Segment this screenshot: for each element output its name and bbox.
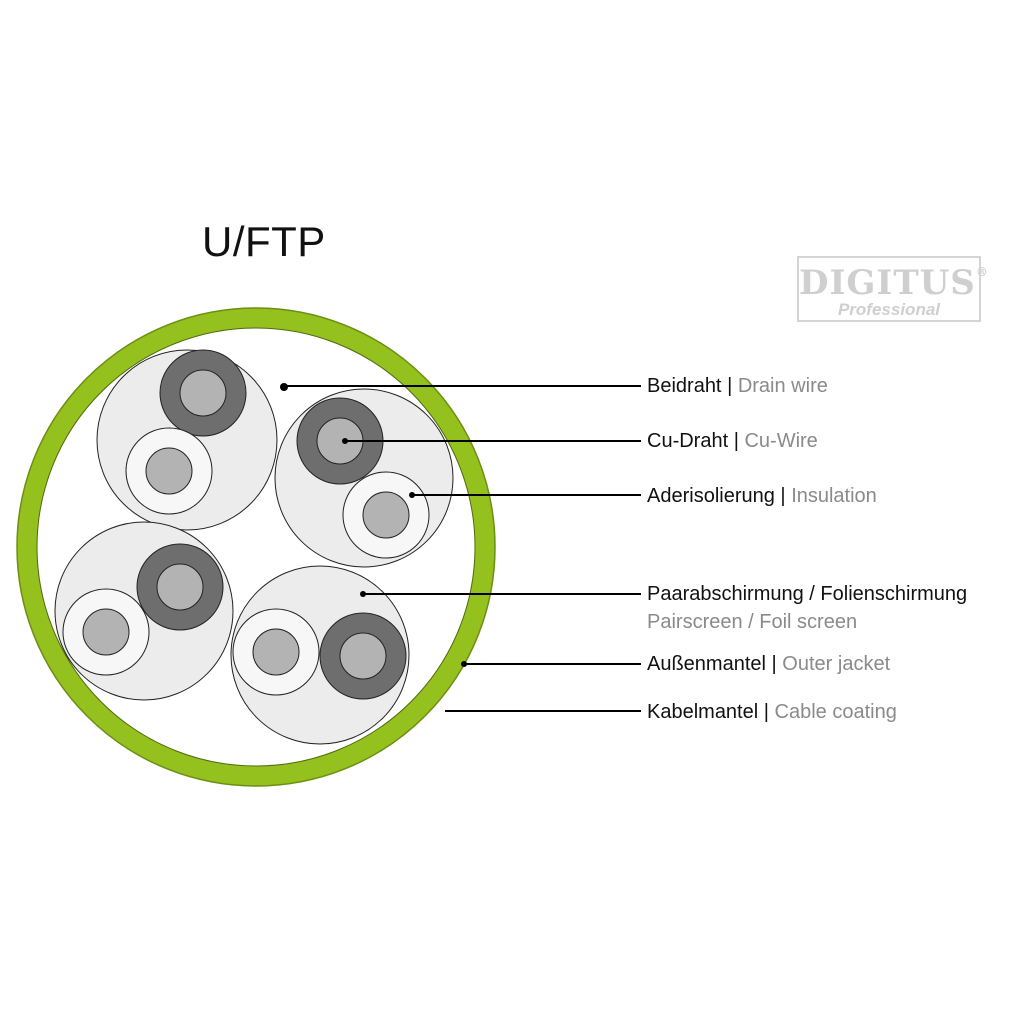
leader-dot-pairscreen	[360, 591, 366, 597]
logo-brand: DIGITUS®	[799, 263, 989, 303]
twisted-pair-4	[230, 565, 410, 745]
copper-conductor	[252, 628, 300, 676]
copper-conductor	[145, 447, 193, 495]
twisted-pair-3	[54, 521, 234, 701]
digitus-logo: DIGITUS® Professional	[797, 256, 989, 322]
logo-subtitle: Professional	[837, 300, 941, 319]
leader-dot-insulation	[409, 492, 415, 498]
label-insulation: Aderisolierung | Insulation	[647, 485, 877, 507]
leader-dot-cu-wire	[342, 438, 348, 444]
copper-conductor	[82, 608, 130, 656]
leader-dot-outer-jacket	[461, 661, 467, 667]
copper-conductor	[362, 491, 410, 539]
label-cu-wire: Cu-Draht | Cu-Wire	[647, 430, 818, 452]
twisted-pair-1	[96, 349, 278, 531]
label-outer-jacket: Außenmantel | Outer jacket	[647, 653, 891, 675]
diagram-title: U/FTP	[202, 218, 326, 265]
leader-dot-drain-wire	[280, 383, 288, 391]
copper-conductor	[339, 632, 387, 680]
twisted-pair-2	[274, 388, 454, 568]
copper-conductor	[179, 369, 227, 417]
label-drain-wire: Beidraht | Drain wire	[647, 375, 828, 397]
label-pairscreen: Paarabschirmung / Folienschirmung Pairsc…	[647, 583, 968, 633]
copper-conductor	[156, 563, 204, 611]
label-cable-coating: Kabelmantel | Cable coating	[647, 701, 897, 723]
